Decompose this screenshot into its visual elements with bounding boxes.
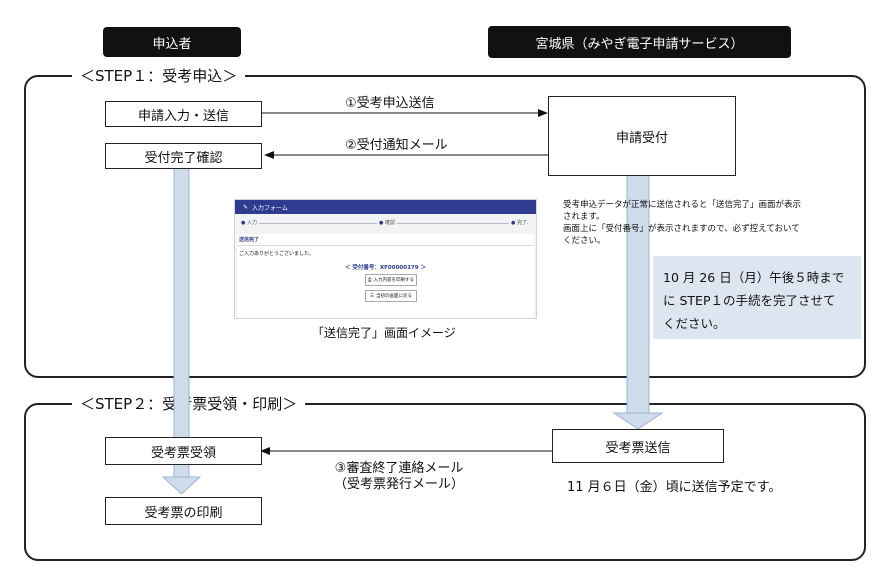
mock-return-label: 当初の画面に戻る xyxy=(376,294,413,299)
arrow1-head xyxy=(538,109,548,117)
step2-frame xyxy=(24,403,866,561)
applicant-flow-bar xyxy=(173,166,190,478)
edit-icon: ✎ xyxy=(243,203,249,211)
input-send-box: 申請入力・送信 xyxy=(105,101,262,127)
note-line: されます。 xyxy=(563,212,605,222)
mock-print-button[interactable]: ⎙入力内容を印刷する xyxy=(365,274,417,286)
mock-progress: ● 入力 ● 確認 ● 完了 xyxy=(235,214,536,234)
arrow2-label: ②受付通知メール xyxy=(345,138,448,153)
receipt-confirm-box: 受付完了確認 xyxy=(105,143,262,169)
mock-section-title: 送信完了 xyxy=(239,237,260,243)
note-line: 画面上に「受付番号」が表示されますので、必ず控えておいて xyxy=(563,224,800,234)
arrow2-head xyxy=(264,151,274,159)
send-complete-screenshot: ✎ 入力フォーム ● 入力 ● 確認 ● 完了 送信完了 ご入力ありがとうござい… xyxy=(234,199,537,319)
applicant-flow-arrowhead xyxy=(161,476,202,495)
ticket-receive-box: 受考票受領 xyxy=(105,437,262,465)
arrow3-label: ③審査終了連絡メール （受考票発行メール） xyxy=(334,461,464,493)
mock-print-label: 入力内容を印刷する xyxy=(373,278,415,283)
deadline-note: 10 月 26 日（月）午後５時まで に STEP１の手続を完了させて ください… xyxy=(653,256,861,339)
check-circle-icon: ● xyxy=(379,220,384,226)
mock-step-input-label: 入力 xyxy=(246,220,257,226)
arrow1-label: ①受考申込送信 xyxy=(345,96,435,111)
step1-frame xyxy=(24,75,866,378)
mock-step-done-label: 完了 xyxy=(516,220,527,226)
check-circle-icon: ● xyxy=(511,220,516,226)
deadline-line: ください。 xyxy=(663,316,726,331)
miyagi-header: 宮城県（みやぎ電子申請サービス） xyxy=(488,26,791,58)
mock-body: 送信完了 ご入力ありがとうございました。 ＜ 受付番号：XF00000179 ＞… xyxy=(237,234,534,318)
screenshot-caption: 「送信完了」画面イメージ xyxy=(312,326,456,340)
mock-step-input: ● 入力 xyxy=(241,219,259,226)
miyagi-flow-arrowhead xyxy=(612,412,664,430)
arrow3-label-line: ③審査終了連絡メール xyxy=(334,461,464,476)
arrow3-label-line: （受考票発行メール） xyxy=(334,477,465,492)
deadline-line: に STEP１の手続を完了させて xyxy=(663,293,836,308)
list-icon: ☰ xyxy=(369,293,375,299)
check-circle-icon: ● xyxy=(241,220,246,226)
note-line: 受考申込データが正常に送信されると「送信完了」画面が表示 xyxy=(563,200,802,210)
mock-receipt-no: ＜ 受付番号：XF00000179 ＞ xyxy=(345,265,426,271)
note-line: ください。 xyxy=(563,236,606,246)
mock-return-button[interactable]: ☰当初の画面に戻る xyxy=(365,290,417,302)
mock-title: 入力フォーム xyxy=(252,204,288,212)
mock-step-done: ● 完了 xyxy=(509,219,527,226)
application-receipt-box: 申請受付 xyxy=(548,96,736,176)
printer-icon: ⎙ xyxy=(367,278,372,283)
mock-step-confirm-label: 確認 xyxy=(384,220,395,226)
arrow3-head xyxy=(260,447,270,455)
completion-note: 受考申込データが正常に送信されると「送信完了」画面が表示 されます。 画面上に「… xyxy=(563,199,853,247)
mock-divider xyxy=(237,245,534,246)
ticket-print-box: 受考票の印刷 xyxy=(105,497,262,525)
ticket-send-box: 受考票送信 xyxy=(552,429,724,463)
step1-title: ＜STEP１：受考申込＞ xyxy=(72,66,246,86)
mock-step-confirm: ● 確認 xyxy=(377,219,397,226)
mock-thanks: ご入力ありがとうございました。 xyxy=(239,251,315,257)
deadline-line: 10 月 26 日（月）午後５時まで xyxy=(663,270,845,285)
applicant-header: 申込者 xyxy=(103,27,241,57)
mock-title-bar: ✎ 入力フォーム xyxy=(235,200,536,214)
send-schedule-note: 11 月６日（金）頃に送信予定です。 xyxy=(567,480,782,495)
